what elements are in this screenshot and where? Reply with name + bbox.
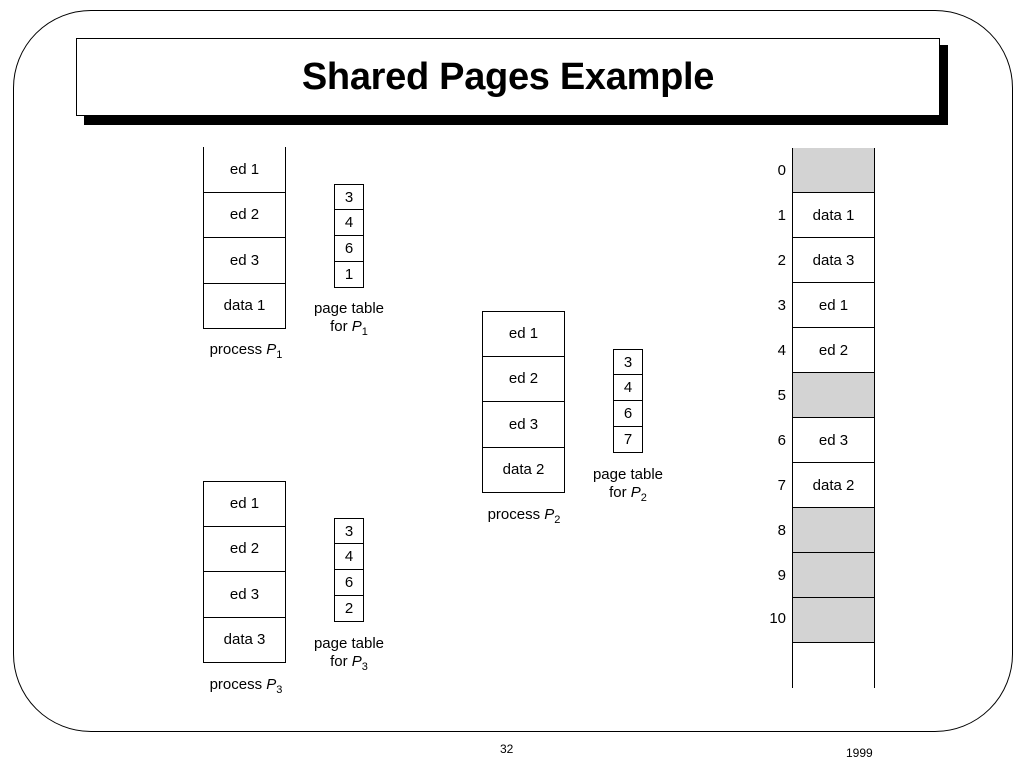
- process-page: ed 1: [203, 147, 286, 193]
- process-p3-pages: ed 1 ed 2 ed 3 data 3: [203, 481, 286, 663]
- process-page: data 1: [203, 283, 286, 329]
- slide-frame: [13, 10, 1013, 732]
- memory-frame: [792, 148, 875, 193]
- page-table-entry: 4: [334, 210, 364, 236]
- page-table-p2: 3 4 6 7: [613, 349, 643, 453]
- memory-frame-number: 3: [777, 297, 786, 314]
- memory-frame: [792, 598, 875, 643]
- page-table-entry: 6: [613, 401, 643, 427]
- page-table-entry: 1: [334, 262, 364, 288]
- footer-year: 1999: [846, 746, 873, 760]
- page-table-p3: 3 4 6 2: [334, 518, 364, 622]
- memory-frame-number: 1: [777, 207, 786, 224]
- memory-frame: ed 1: [792, 283, 875, 328]
- memory-frame: data 3: [792, 238, 875, 283]
- process-p2-pages: ed 1 ed 2 ed 3 data 2: [482, 311, 565, 493]
- process-page: ed 3: [482, 402, 565, 448]
- memory-frame: ed 2: [792, 328, 875, 373]
- page-table-p3-label: page table for P3: [313, 635, 385, 673]
- memory-frame: [792, 373, 875, 418]
- memory-frame-number: 2: [777, 252, 786, 269]
- process-page: data 3: [203, 617, 286, 663]
- page-table-entry: 4: [334, 544, 364, 570]
- page-table-entry: 3: [334, 184, 364, 210]
- process-p1-label: process P1: [209, 341, 283, 361]
- page-table-entry: 6: [334, 570, 364, 596]
- page-table-p1: 3 4 6 1: [334, 184, 364, 288]
- page-table-entry: 7: [613, 427, 643, 453]
- page-table-p2-label: page table for P2: [592, 466, 664, 504]
- process-p1-pages: ed 1 ed 2 ed 3 data 1: [203, 147, 286, 329]
- title-box: Shared Pages Example: [76, 38, 940, 116]
- memory-frame-number: 4: [777, 342, 786, 359]
- process-page: ed 2: [203, 192, 286, 238]
- page-table-p1-label: page table for P1: [313, 300, 385, 338]
- memory-frame: [792, 553, 875, 598]
- memory-frame-number: 6: [777, 432, 786, 449]
- memory-frame: data 1: [792, 193, 875, 238]
- memory-frame-number: 9: [777, 567, 786, 584]
- memory-frame: [792, 508, 875, 553]
- process-p2-label: process P2: [487, 506, 561, 526]
- memory-frame: data 2: [792, 463, 875, 508]
- process-page: ed 2: [203, 526, 286, 572]
- page-table-entry: 6: [334, 236, 364, 262]
- process-page: ed 2: [482, 356, 565, 402]
- memory-frame: ed 3: [792, 418, 875, 463]
- page-number: 32: [500, 742, 514, 756]
- page-table-entry: 3: [334, 518, 364, 544]
- memory-frame-number: 10: [769, 610, 786, 627]
- memory-frame-number: 7: [777, 477, 786, 494]
- page-table-entry: 2: [334, 596, 364, 622]
- process-page: ed 1: [482, 311, 565, 357]
- process-page: ed 3: [203, 572, 286, 618]
- page-table-entry: 3: [613, 349, 643, 375]
- process-page: data 2: [482, 447, 565, 493]
- slide-title: Shared Pages Example: [301, 55, 715, 98]
- process-p3-label: process P3: [209, 676, 283, 696]
- process-page: ed 1: [203, 481, 286, 527]
- page-table-entry: 4: [613, 375, 643, 401]
- memory-frame-number: 5: [777, 387, 786, 404]
- memory-frame-number: 0: [777, 162, 786, 179]
- process-page: ed 3: [203, 238, 286, 284]
- memory-frame-number: 8: [777, 522, 786, 539]
